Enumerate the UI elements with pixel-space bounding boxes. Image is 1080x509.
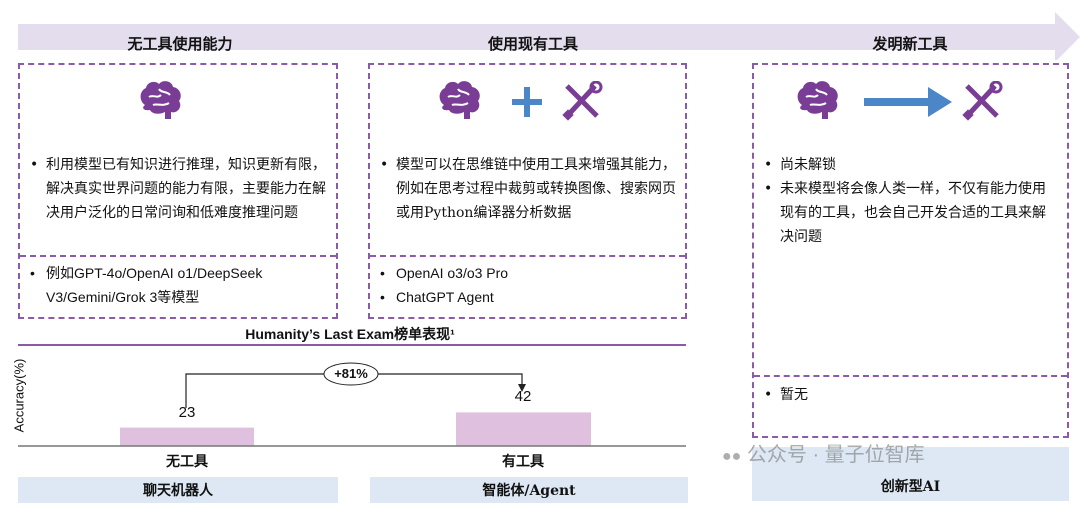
description: 未来模型将会像人类一样，不仅有能力使用现有的工具，也会自己开发合适的工具来解决问…	[764, 177, 1059, 249]
category-label: 无工具	[166, 454, 208, 470]
arrowhead	[518, 384, 526, 392]
stage-box-2: 模型可以在思维链中使用工具来增强其能力，例如在思考过程中裁剪或转换图像、搜索网页…	[368, 63, 687, 319]
wechat-icon: ●●	[722, 448, 742, 465]
category-label: 有工具	[502, 454, 544, 470]
brain-icon	[438, 80, 481, 120]
category-agent: 智能体/Agent	[370, 477, 688, 503]
tools-icon	[562, 81, 604, 123]
stage-box-3: 尚未解锁未来模型将会像人类一样，不仅有能力使用现有的工具，也会自己开发合适的工具…	[752, 63, 1069, 438]
category-innovative-ai: 创新型AI	[752, 447, 1069, 501]
description: 模型可以在思维链中使用工具来增强其能力，例如在思考过程中裁剪或转换图像、搜索网页…	[380, 153, 677, 225]
bar-no-tools	[120, 427, 254, 446]
progression-arrow	[18, 12, 1080, 60]
arrow-right-icon	[864, 87, 952, 117]
tools-icon	[962, 81, 1004, 123]
stage-box-1: 利用模型已有知识进行推理，知识更新有限，解决真实世界问题的能力有限，主要能力在解…	[18, 63, 338, 319]
example: 例如GPT-4o/OpenAI o1/DeepSeek V3/Gemini/Gr…	[30, 261, 328, 309]
example: ChatGPT Agent	[380, 285, 677, 309]
bar-with-tools	[456, 412, 591, 446]
title-rule	[18, 344, 686, 346]
watermark: ●● 公众号 · 量子位智库	[722, 444, 925, 468]
brain-icon	[139, 80, 182, 120]
plus-icon	[512, 87, 542, 117]
value-label: 23	[178, 403, 196, 421]
stage-title-2: 使用现有工具	[487, 35, 579, 53]
example: 暂无	[764, 383, 808, 407]
category-chatbot: 聊天机器人	[18, 477, 338, 503]
description: 利用模型已有知识进行推理，知识更新有限，解决真实世界问题的能力有限，主要能力在解…	[30, 153, 328, 225]
annotation-oval	[323, 362, 379, 386]
growth-annotation: +81%	[334, 366, 368, 381]
stage-title-1: 无工具使用能力	[127, 35, 233, 53]
example: OpenAI o3/o3 Pro	[380, 261, 677, 285]
stage-title-3: 发明新工具	[872, 35, 948, 53]
description: 尚未解锁	[764, 153, 1059, 177]
watermark-text: 公众号 · 量子位智库	[746, 444, 925, 466]
chart-title: Humanity’s Last Exam榜单表现¹	[245, 326, 455, 342]
chart	[18, 362, 686, 447]
value-label: 42	[514, 388, 532, 406]
brain-icon	[796, 80, 839, 120]
